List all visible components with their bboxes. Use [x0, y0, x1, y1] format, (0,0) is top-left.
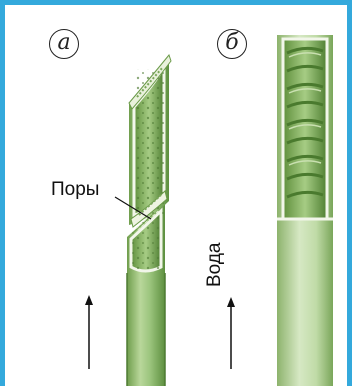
arrow-a	[85, 295, 93, 369]
arrow-b	[227, 297, 235, 369]
pores-label: Поры	[51, 179, 99, 201]
vessel-b	[277, 35, 333, 386]
panel-label-b: б	[217, 29, 247, 59]
vessel-a	[127, 55, 171, 386]
panel-label-a: а	[49, 29, 79, 59]
vessel-a-stem	[127, 273, 165, 386]
water-label: Вода	[204, 207, 226, 287]
